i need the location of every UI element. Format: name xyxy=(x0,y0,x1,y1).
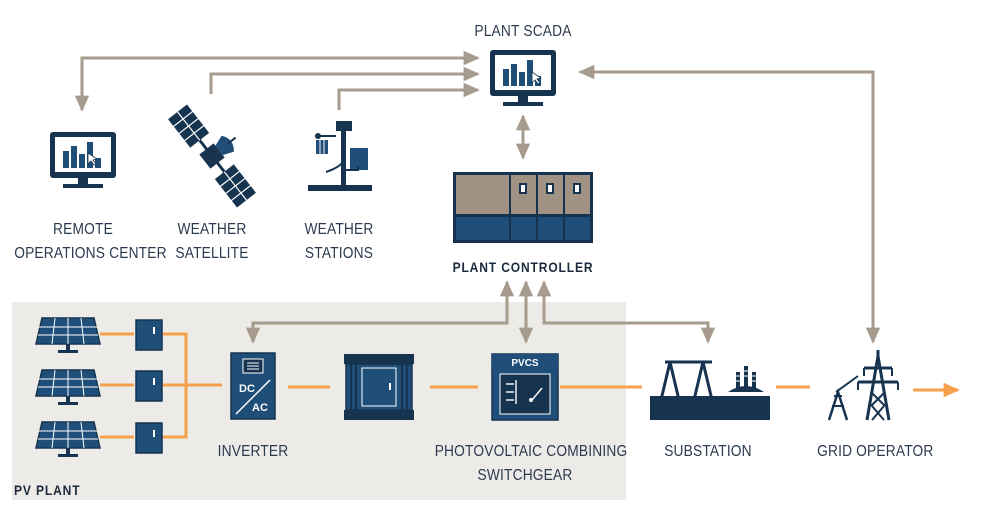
pvcs-label-line1: PHOTOVOLTAIC COMBINING xyxy=(434,443,628,460)
inverter-icon: DC AC xyxy=(230,352,276,420)
combiner-box-icon xyxy=(135,370,163,402)
plant-controller-label: PLANT CONTROLLER xyxy=(452,259,594,275)
pvcs-label-line2: SWITCHGEAR xyxy=(477,467,573,484)
solar-panel-icon xyxy=(35,421,101,457)
transmission-tower-icon xyxy=(827,350,899,421)
weather-stations-label-line2: STATIONS xyxy=(304,245,374,262)
inverter-dc-label: DC xyxy=(239,383,255,395)
solar-panel-icon xyxy=(35,369,101,405)
weather-station-icon xyxy=(308,121,372,191)
line-stations-scada xyxy=(337,82,480,110)
satellite-icon xyxy=(168,104,256,208)
combiner-box-icon xyxy=(135,319,163,351)
substation-label: SUBSTATION xyxy=(664,443,752,460)
line-scada-grid xyxy=(578,64,881,344)
substation-icon xyxy=(650,360,770,420)
communication-lines xyxy=(74,50,881,344)
plant-scada-label: PLANT SCADA xyxy=(474,23,572,40)
controller-cabinet-icon xyxy=(453,172,593,243)
combiner-box-icon xyxy=(135,422,163,454)
inverter-ac-label: AC xyxy=(252,402,268,414)
remote-ops-monitor-icon xyxy=(50,132,116,188)
line-controller-substation xyxy=(536,280,716,344)
power-lines xyxy=(100,332,960,439)
pvcs-tag-label: PVCS xyxy=(511,358,539,369)
remote-ops-label-line1: REMOTE xyxy=(53,221,113,238)
switchgear-icon: PVCS xyxy=(491,353,559,421)
line-remote-ops-scada xyxy=(74,50,480,112)
transformer-cabinet-icon xyxy=(344,354,414,420)
grid-operator-label: GRID OPERATOR xyxy=(817,443,934,460)
weather-stations-label-line1: WEATHER xyxy=(304,221,374,238)
monitor-chart-icon xyxy=(490,50,556,106)
weather-satellite-label-line1: WEATHER xyxy=(177,221,247,238)
line-controller-inverter xyxy=(245,280,515,344)
remote-ops-label-line2: OPERATIONS CENTER xyxy=(14,245,167,262)
solar-panel-icon xyxy=(35,317,101,353)
line-satellite-scada xyxy=(209,66,480,94)
inverter-label: INVERTER xyxy=(217,443,289,460)
pv-plant-label: PV PLANT xyxy=(14,482,81,498)
weather-satellite-label-line2: SATELLITE xyxy=(175,245,249,262)
